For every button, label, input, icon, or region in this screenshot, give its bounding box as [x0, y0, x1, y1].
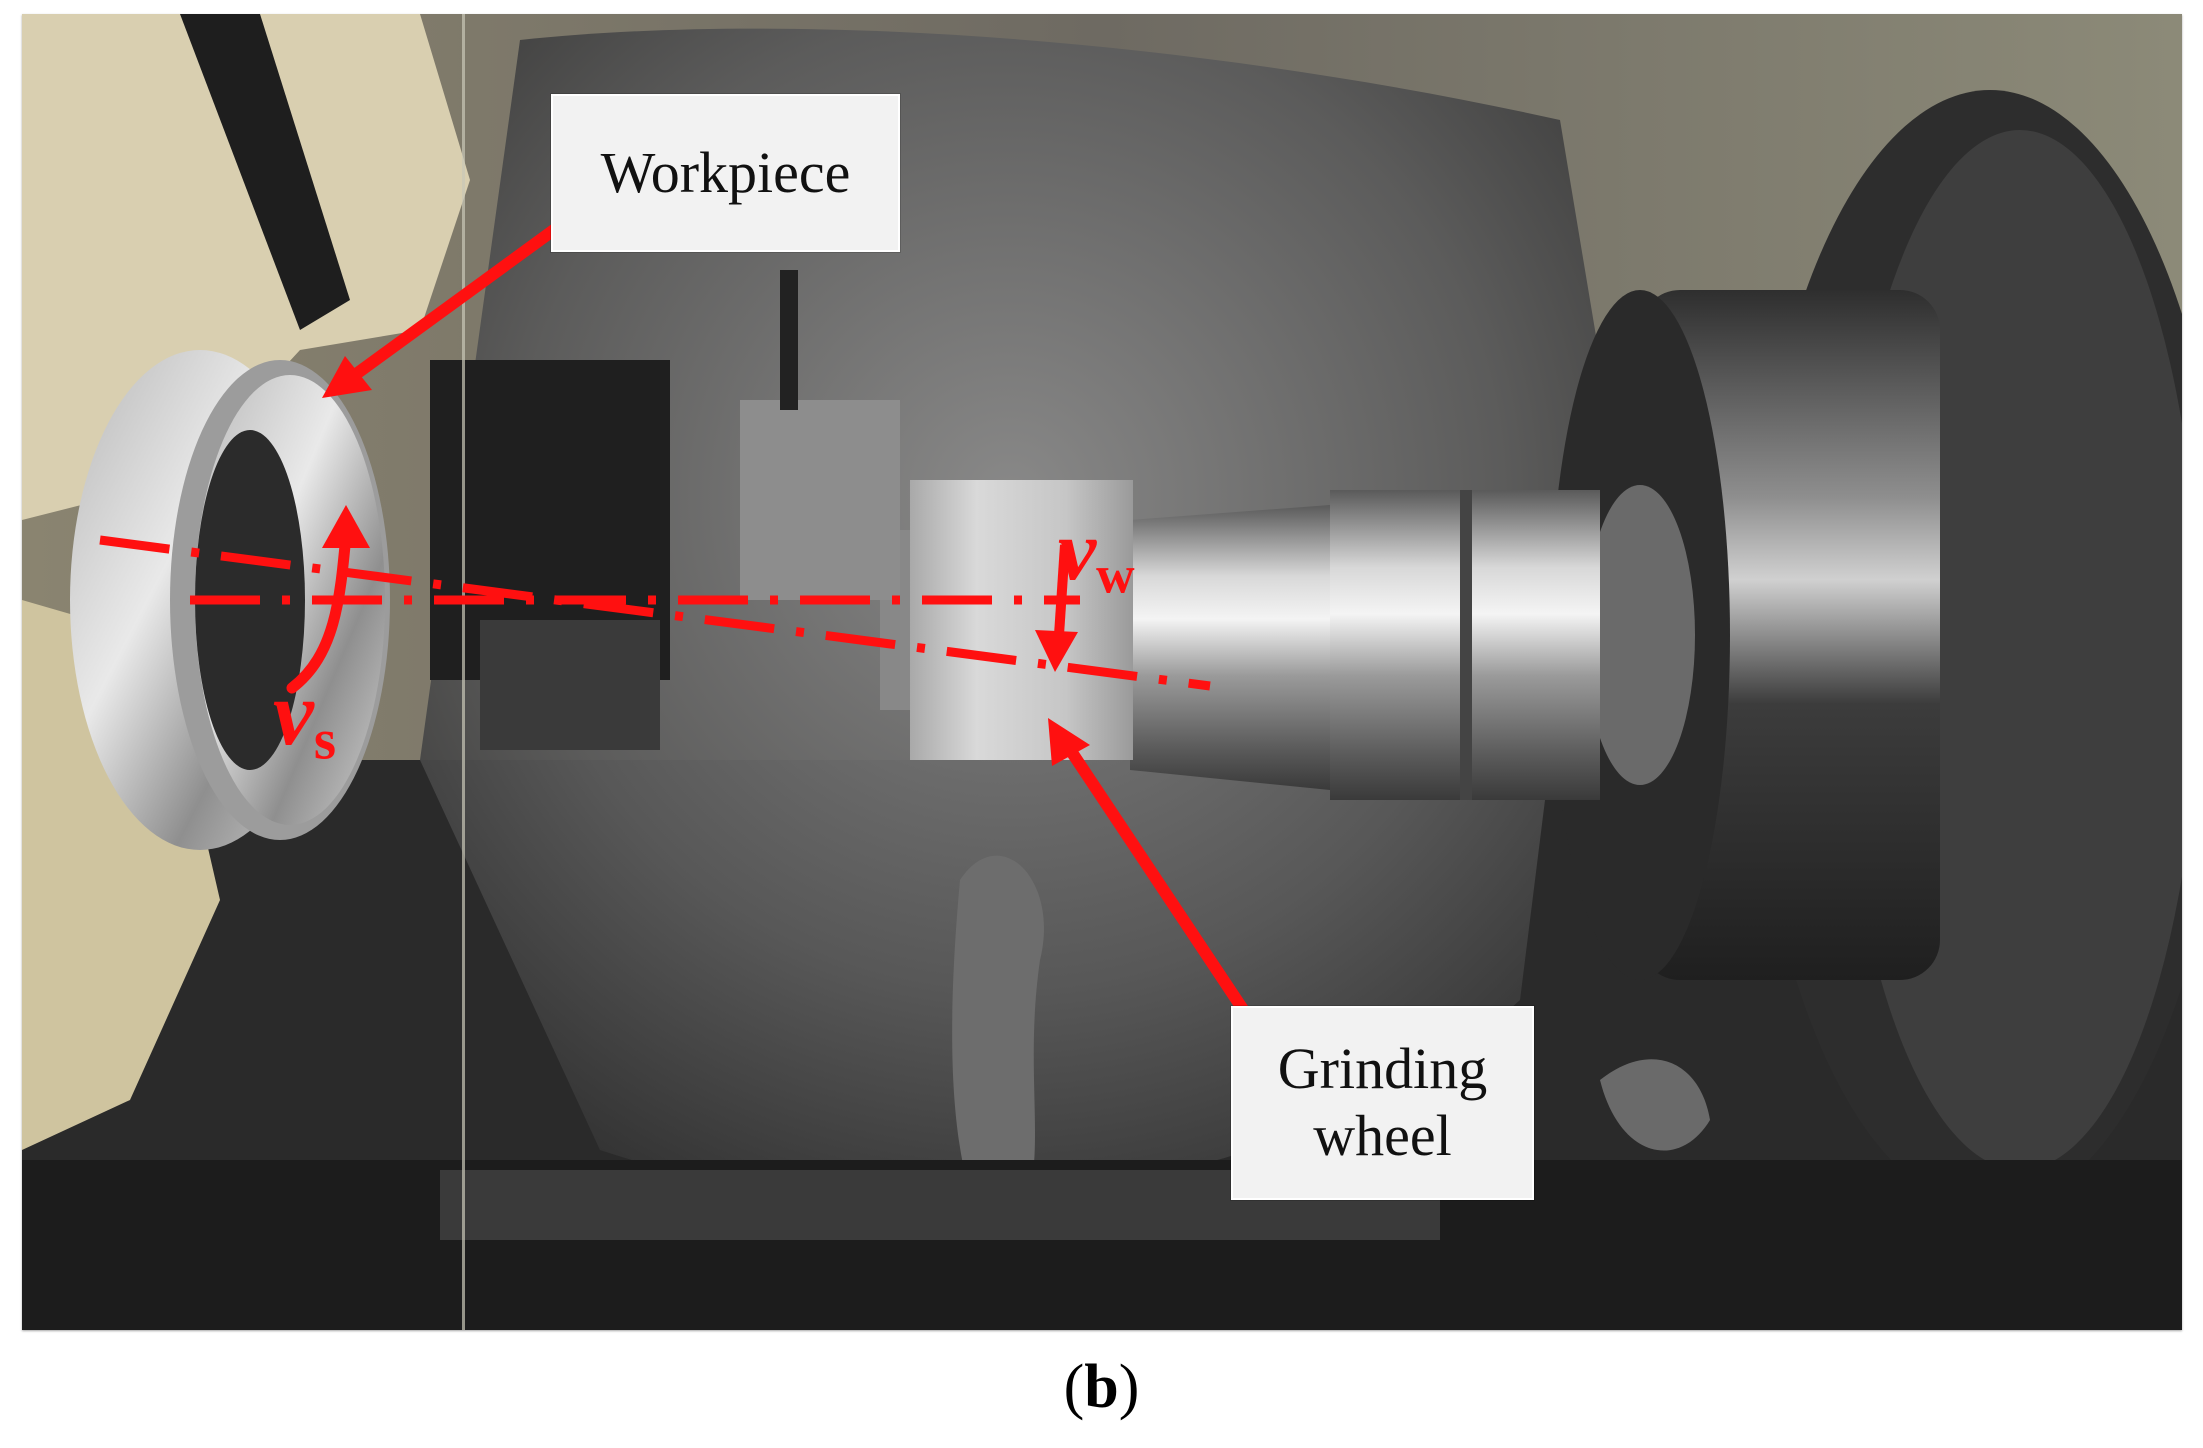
wheel-speed-symbol-vs: vs	[273, 660, 336, 772]
figure-caption: (b)	[0, 1352, 2203, 1423]
caption-letter: b	[1084, 1353, 1119, 1421]
grinding-machine-photo	[22, 14, 2182, 1330]
workpiece-speed-symbol-vw: vw	[1058, 500, 1135, 605]
caption-close-paren: )	[1118, 1353, 1140, 1421]
photo-illustration	[22, 14, 2182, 1330]
grinding-wheel-label: Grinding wheel	[1231, 1006, 1534, 1200]
caption-open-paren: (	[1063, 1353, 1085, 1421]
grinding-wheel-label-line1: Grinding	[1277, 1036, 1488, 1102]
workpiece-label-text: Workpiece	[600, 139, 851, 205]
grinding-wheel-label-line2: wheel	[1313, 1103, 1452, 1168]
annotation-arrowheads	[322, 356, 1090, 766]
vs-subscript: s	[313, 708, 337, 772]
annotation-overlay	[99, 211, 1255, 1024]
workpiece-label: Workpiece	[551, 94, 900, 252]
vw-subscript: w	[1096, 544, 1135, 605]
vs-main: v	[273, 662, 314, 764]
vw-main: v	[1058, 502, 1097, 598]
